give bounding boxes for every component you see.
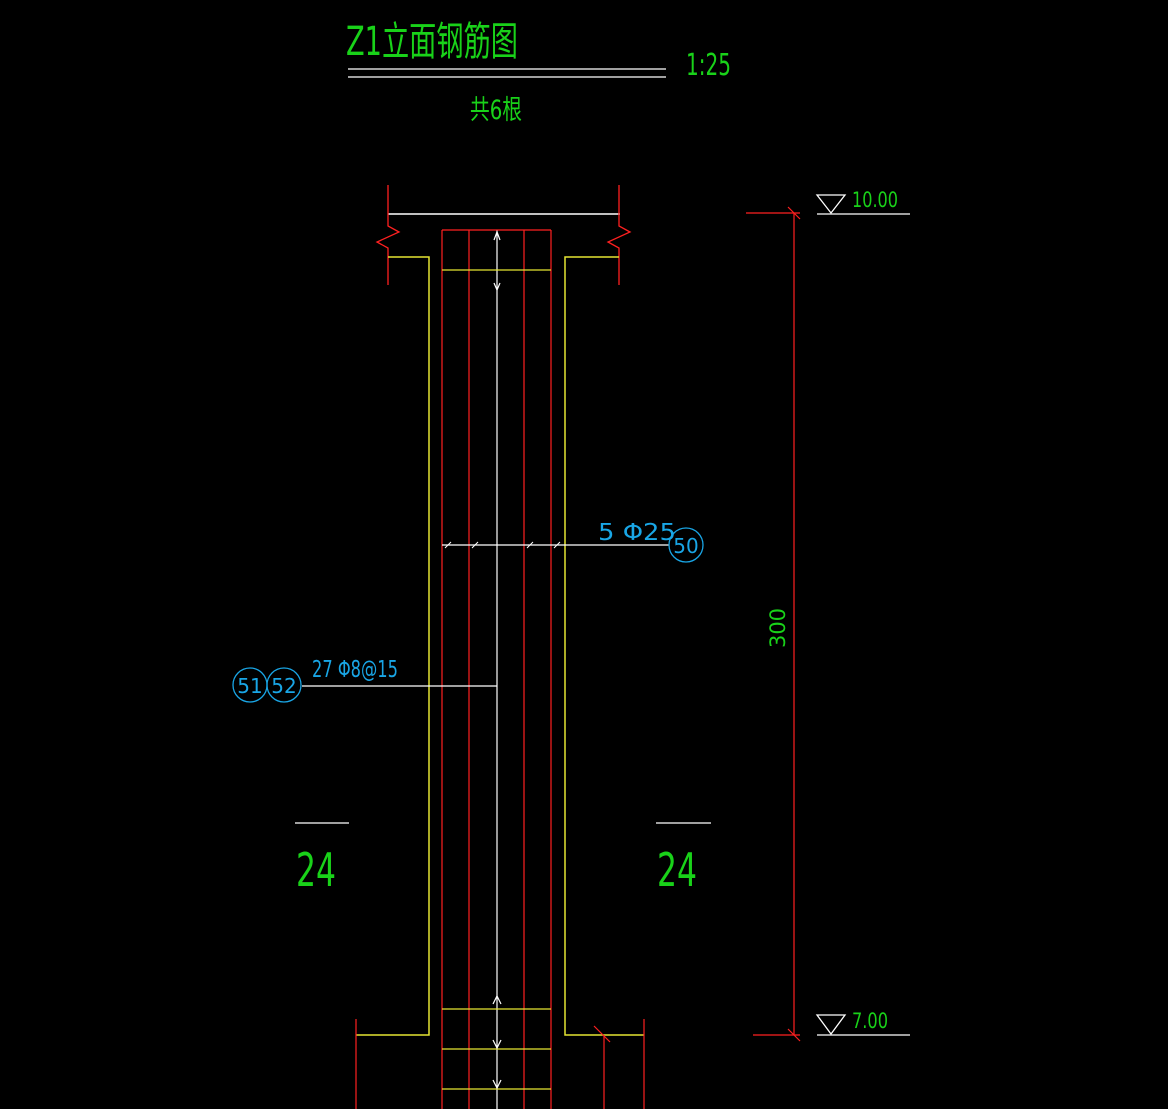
column-rebar-cage	[441, 229, 552, 1109]
bottom-footing	[355, 1019, 645, 1109]
elevation-bottom: 7.00	[815, 1009, 910, 1036]
section-mark-left: 24	[295, 822, 349, 897]
title-block: Z1立面钢筋图 1:25 共6根	[346, 19, 731, 126]
section-mark-left-label: 24	[296, 843, 336, 897]
footing-diagonal	[593, 1025, 611, 1043]
stirrup-mark-1: 51	[237, 674, 262, 698]
section-mark-right: 24	[656, 822, 711, 897]
main-rebar-callout: 5 Φ25 50	[442, 520, 704, 563]
right-break-line	[606, 185, 632, 285]
main-rebar-spec: 5 Φ25	[598, 520, 676, 546]
center-tick-b3	[492, 1079, 502, 1090]
member-count: 共6根	[470, 95, 522, 126]
height-dimension	[746, 206, 801, 1042]
dimension-tick-bottom	[787, 1028, 801, 1042]
dimension-tick-top	[787, 206, 801, 220]
center-tick-b1	[492, 994, 502, 1005]
center-tick-top	[493, 230, 501, 241]
stirrup-callout: 27 Φ8@15 51 52	[232, 657, 497, 703]
left-slab-outline	[356, 256, 430, 1036]
elevation-bottom-triangle	[815, 1014, 847, 1036]
stirrup-spec: 27 Φ8@15	[312, 657, 398, 683]
top-beam	[356, 185, 644, 1036]
main-rebar-mark-circle	[668, 527, 704, 563]
center-tick-b2	[492, 1039, 502, 1050]
center-tick-mid	[493, 282, 501, 292]
section-mark-right-label: 24	[657, 843, 697, 897]
main-rebar-mark: 50	[673, 534, 698, 558]
drawing-scale: 1:25	[686, 48, 731, 83]
main-rebar-ticks	[444, 541, 561, 549]
right-slab-outline	[564, 256, 644, 1036]
elevation-bottom-value: 7.00	[852, 1009, 888, 1033]
elevation-top-triangle	[815, 194, 847, 215]
elevation-top-value: 10.00	[852, 188, 898, 212]
elevation-top: 10.00	[815, 188, 910, 215]
stirrup-mark-2: 52	[271, 674, 296, 698]
stirrup-mark-circle-2	[266, 667, 302, 703]
dimension-value: 300	[766, 608, 790, 648]
left-break-line	[375, 185, 401, 285]
drawing-title: Z1立面钢筋图	[346, 19, 518, 65]
